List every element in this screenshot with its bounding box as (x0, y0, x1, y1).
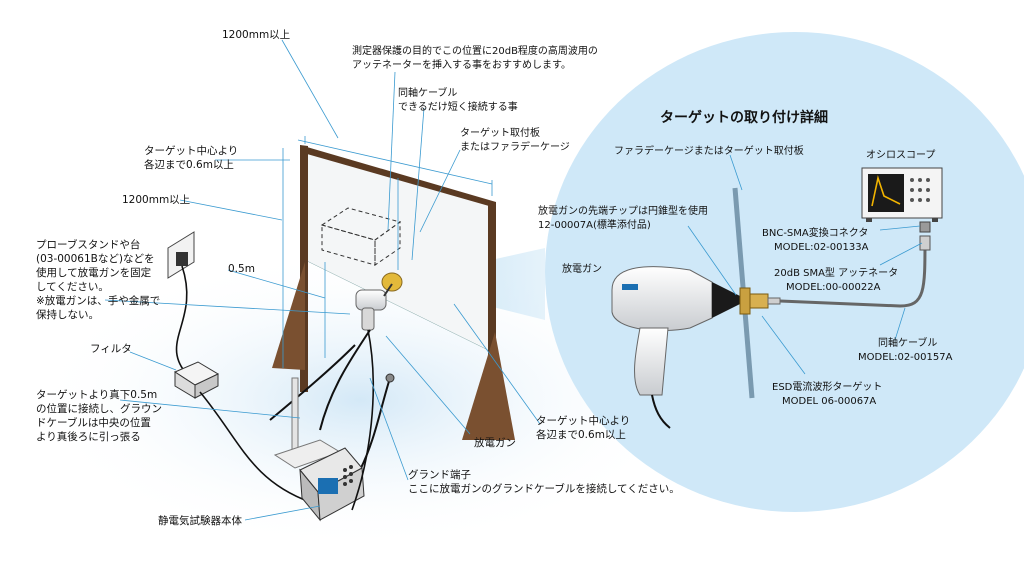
ground-cables (269, 329, 391, 471)
ground-terminal (385, 373, 395, 383)
label-gnd-terminal-2: ここに放電ガンのグランドケーブルを接続してください。 (408, 482, 680, 495)
detail-bnc (919, 221, 931, 233)
label-probe-3: 使用して放電ガンを固定 (36, 266, 152, 279)
detail-att-2: MODEL:00-00022A (786, 282, 881, 293)
label-ground-2: の位置に接続し、グラウン (36, 402, 162, 415)
label-ground-3: ドケーブルは中央の位置 (36, 416, 151, 429)
detail-bnc-2: MODEL:02-00133A (774, 242, 869, 253)
detail-tip-1: 放電ガンの先端チップは円錐型を使用 (538, 204, 708, 217)
label-center-top-2: 各辺まで0.6m以上 (144, 158, 234, 171)
label-tester: 静電気試験器本体 (158, 514, 242, 527)
label-probe-6: 保持しない。 (36, 308, 99, 321)
detail-title: ターゲットの取り付け詳細 (660, 109, 828, 126)
detail-cable-2: MODEL:02-00157A (858, 352, 953, 363)
leader-lines (104, 39, 923, 521)
filter-cable (199, 391, 311, 503)
detail-circle (545, 32, 1024, 512)
labels: 1200mm以上 測定器保護の目的でこの位置に20dB程度の高周波用の アッテネ… (36, 29, 953, 527)
label-probe-1: プローブスタンドや台 (36, 238, 140, 251)
detail-esd-2: MODEL 06-00067A (782, 396, 876, 407)
detail-esd-1: ESD電流波形ターゲット (772, 380, 882, 393)
label-gnd-terminal-1: グランド端子 (408, 468, 471, 481)
label-gun-bottom: 放電ガン (474, 436, 516, 449)
gun-cable (351, 329, 375, 511)
detail-scope: オシロスコープ (866, 149, 935, 161)
power-outlet (167, 231, 195, 279)
label-ground-1: ターゲットより真下0.5m (36, 388, 157, 401)
detail-gun-label: 放電ガン (562, 262, 602, 275)
floor-glow (30, 250, 690, 550)
detail-faraday: ファラデーケージまたはターゲット取付板 (614, 144, 804, 157)
label-center-bottom-2: 各辺まで0.6m以上 (536, 428, 626, 441)
label-target-plate-2: またはファラデーケージ (460, 140, 570, 153)
label-coax-note-1: 同軸ケーブル (398, 86, 457, 99)
label-half-m: 0.5m (228, 263, 255, 275)
label-attenuator-note-1: 測定器保護の目的でこの位置に20dB程度の高周波用の (352, 44, 598, 57)
detail-coax (779, 239, 927, 308)
label-dim-top: 1200mm以上 (222, 29, 290, 41)
label-target-plate-1: ターゲット取付板 (460, 126, 540, 139)
detail-att-1: 20dB SMA型 アッテネータ (774, 266, 898, 279)
label-coax-note-2: できるだけ短く接続する事 (398, 100, 518, 113)
oscilloscope (861, 167, 943, 222)
detail-bnc-1: BNC-SMA変換コネクタ (762, 226, 868, 239)
detail-cable-1: 同軸ケーブル (878, 336, 937, 349)
label-probe-4: してください。 (36, 281, 109, 293)
label-dim-left: 1200mm以上 (122, 194, 190, 206)
tester-unit (299, 447, 365, 522)
label-probe-2: (03-00061Bなど)などを (36, 253, 154, 265)
label-attenuator-note-2: アッテネーターを挿入する事をおすすめします。 (352, 58, 571, 71)
detail-tip-2: 12-00007A(標準添付品) (538, 218, 651, 231)
detail-attenuator (919, 235, 931, 251)
test-panel (272, 136, 515, 440)
label-filter: フィルタ (90, 343, 132, 355)
label-probe-5: ※放電ガンは、手や金属で (36, 294, 160, 307)
detail-gun (611, 266, 740, 429)
label-center-top-1: ターゲット中心より (144, 144, 238, 157)
label-ground-4: より真後ろに引っ張る (36, 430, 141, 443)
esd-target (739, 287, 781, 315)
label-center-bottom-1: ターゲット中心より (536, 414, 630, 427)
power-cable (175, 265, 188, 373)
